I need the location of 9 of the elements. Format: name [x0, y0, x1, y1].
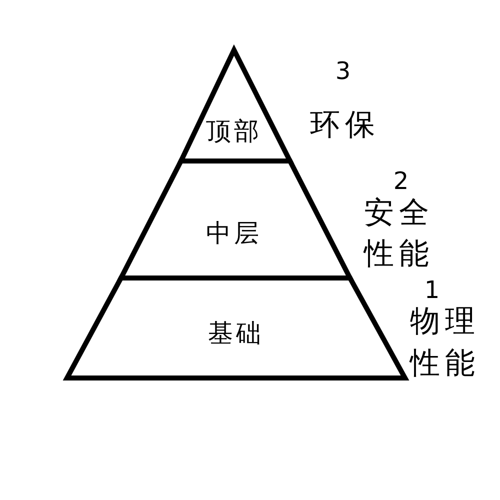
level-caption: 物理性能 [410, 303, 481, 383]
level-number: 1 [424, 278, 440, 302]
level-caption: 环保 [310, 108, 380, 142]
level-caption: 安全性能 [364, 194, 435, 273]
tier-label: 中层 [206, 220, 262, 246]
level-number: 2 [393, 169, 409, 193]
tier-label: 顶部 [206, 118, 262, 144]
level-number: 3 [335, 59, 351, 83]
tier-label: 基础 [208, 320, 264, 346]
